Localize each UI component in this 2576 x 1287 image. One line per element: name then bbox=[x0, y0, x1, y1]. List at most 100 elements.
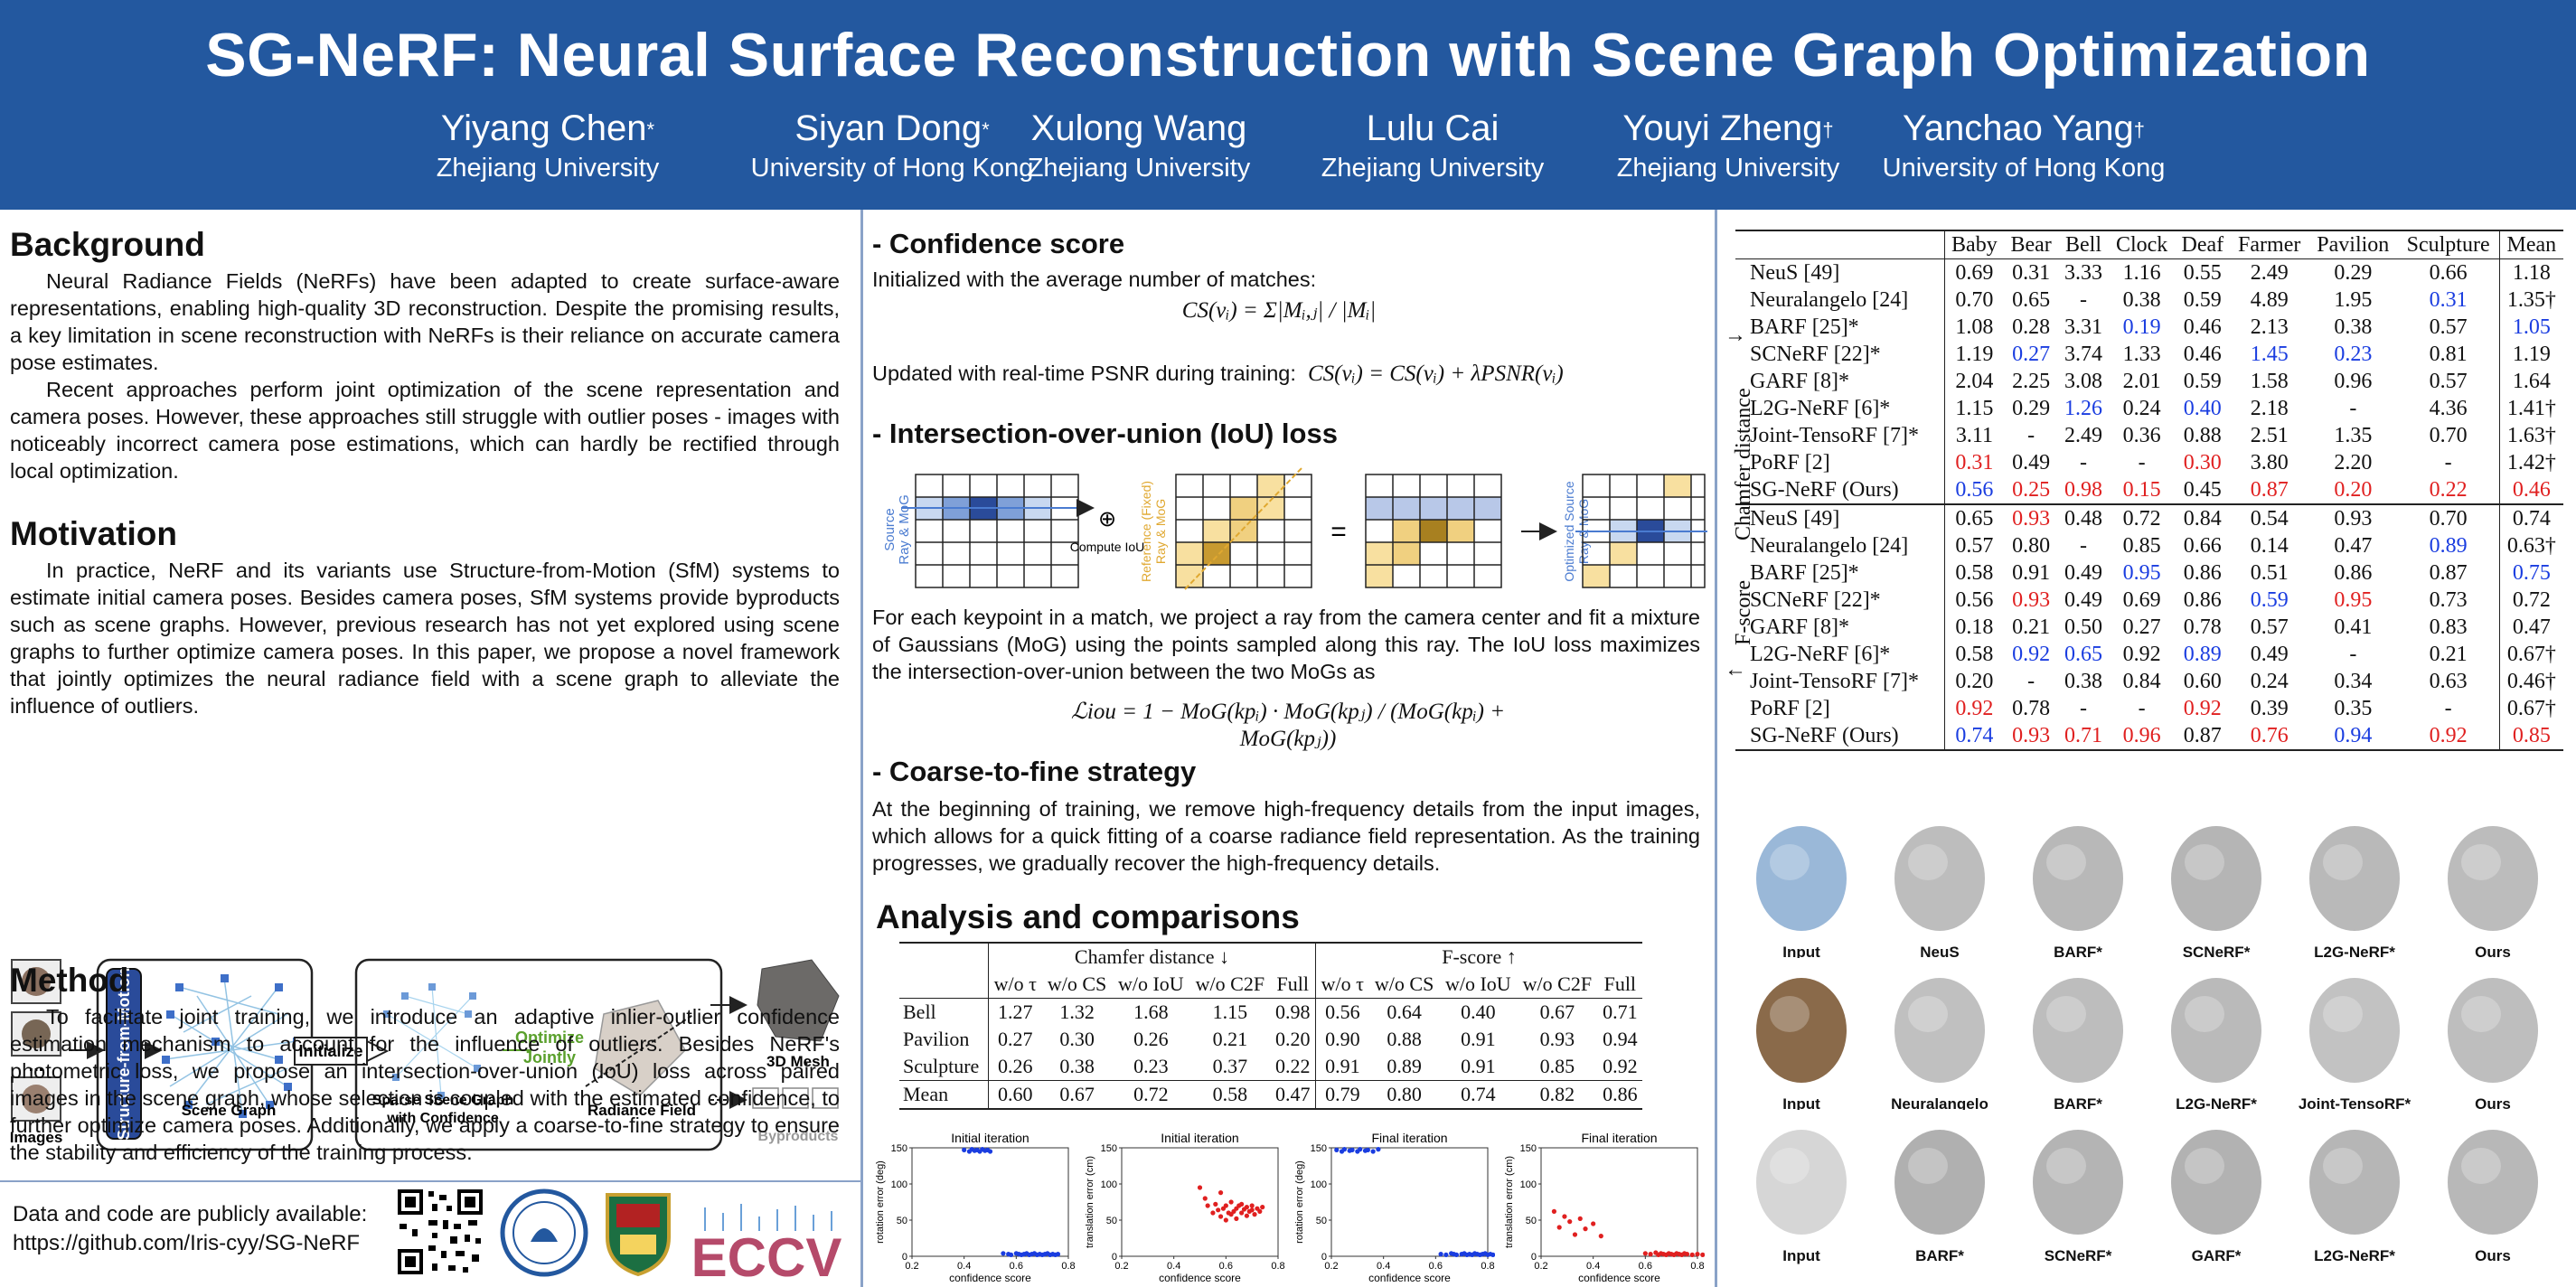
gallery-caption: NeuS bbox=[1920, 944, 1960, 961]
x-tick-label: 0.8 bbox=[1690, 1261, 1704, 1272]
pipeline-diagram: ... Images Structure-from-Motion bbox=[10, 958, 840, 1151]
author-1: Yiyang Chen* Zhejiang University bbox=[436, 108, 660, 183]
x-tick-label: 0.2 bbox=[1324, 1261, 1338, 1272]
confidence-init-text: Initialized with the average number of m… bbox=[872, 268, 1317, 291]
data-point bbox=[1234, 1216, 1239, 1221]
method-title: Method bbox=[10, 962, 129, 999]
data-point bbox=[1562, 1214, 1567, 1219]
plot-frame bbox=[911, 1147, 1069, 1257]
gallery-caption: L2G-NeRF* bbox=[2176, 1095, 2257, 1113]
y-tick-label: 100 bbox=[1101, 1179, 1117, 1190]
x-tick-label: 0.2 bbox=[1534, 1261, 1547, 1272]
y-tick-label: 0 bbox=[1531, 1252, 1537, 1263]
x-tick-label: 0.4 bbox=[1167, 1261, 1180, 1272]
reconstruction-thumb bbox=[2289, 958, 2421, 1094]
author-6: Yanchao Yang† University of Hong Kong bbox=[1882, 108, 2166, 183]
reconstruction-thumb bbox=[2427, 1110, 2559, 1245]
result-grid bbox=[1365, 474, 1502, 588]
reference-grid bbox=[1175, 466, 1312, 590]
y-tick-label: 50 bbox=[897, 1216, 907, 1226]
x-tick-label: 0.2 bbox=[1114, 1261, 1128, 1272]
y-tick-label: 0 bbox=[1112, 1252, 1117, 1263]
data-point bbox=[1376, 1147, 1381, 1152]
left-column: Background Neural Radiance Fields (NeRFs… bbox=[0, 210, 860, 1287]
reference-label-1: Reference (Fixed) bbox=[1139, 481, 1153, 582]
qr-code[interactable] bbox=[396, 1188, 484, 1276]
data-point bbox=[1216, 1207, 1221, 1213]
gallery-caption: BARF* bbox=[1915, 1247, 1964, 1264]
author-4: Lulu Cai Zhejiang University bbox=[1321, 108, 1545, 183]
background-text: Neural Radiance Fields (NeRFs) have been… bbox=[10, 269, 840, 483]
data-point bbox=[1642, 1251, 1648, 1256]
data-point bbox=[1700, 1252, 1705, 1257]
data-point bbox=[1244, 1213, 1249, 1218]
data-point bbox=[987, 1149, 993, 1154]
reconstruction-thumb bbox=[1874, 806, 2006, 942]
data-point bbox=[1260, 1205, 1265, 1210]
x-tick-label: 0.4 bbox=[1586, 1261, 1600, 1272]
confidence-formula-1: CS(vᵢ) = Σ|Mᵢ,ⱼ| / |Mᵢ| bbox=[1181, 298, 1377, 323]
mesh-shape bbox=[757, 959, 840, 1042]
svg-text:ECCV: ECCV bbox=[691, 1227, 842, 1282]
data-point bbox=[1438, 1252, 1443, 1257]
y-tick-label: 0 bbox=[902, 1252, 907, 1263]
y-axis-label: rotation error (deg) bbox=[1294, 1160, 1305, 1244]
y-tick-label: 150 bbox=[1311, 1143, 1327, 1154]
optimized-grid bbox=[1575, 474, 1707, 588]
oplus-symbol: ⊕ bbox=[1098, 507, 1116, 531]
github-link[interactable]: https://github.com/Iris-cyy/SG-NeRF bbox=[13, 1231, 361, 1255]
byproducts-label: Byproducts bbox=[758, 1129, 839, 1144]
x-tick-label: 0.2 bbox=[905, 1261, 918, 1272]
gallery-caption: Ours bbox=[2475, 1247, 2511, 1264]
gallery-caption: Input bbox=[1782, 1095, 1820, 1113]
data-point bbox=[1213, 1201, 1218, 1207]
radiance-label: Radiance Field bbox=[588, 1102, 696, 1119]
data-point bbox=[1249, 1203, 1255, 1208]
data-point bbox=[1591, 1221, 1596, 1226]
y-tick-label: 50 bbox=[1526, 1216, 1537, 1226]
y-tick-label: 150 bbox=[1101, 1143, 1117, 1154]
data-point bbox=[1572, 1232, 1578, 1237]
reconstruction-thumb bbox=[2289, 806, 2421, 942]
reference-label-2: Ray & MoG bbox=[1153, 499, 1168, 564]
plot-title: Initial iteration bbox=[1161, 1132, 1238, 1145]
x-axis-label: confidence score bbox=[949, 1272, 1031, 1283]
sparse-graph bbox=[386, 986, 478, 1096]
images-dots: ... bbox=[29, 1056, 44, 1076]
data-point bbox=[1577, 1216, 1583, 1221]
confidence-formula-2: CS(vᵢ) = CS(vᵢ) + λPSNR(vᵢ) bbox=[1307, 362, 1564, 386]
data-point bbox=[1453, 1252, 1459, 1257]
scene-graph bbox=[165, 977, 297, 1114]
data-point bbox=[1334, 1147, 1340, 1152]
reconstruction-thumb bbox=[2150, 1110, 2282, 1245]
data-point bbox=[1551, 1208, 1557, 1214]
author-2: Siyan Dong* University of Hong Kong bbox=[750, 108, 1034, 183]
x-tick-label: 0.6 bbox=[1639, 1261, 1652, 1272]
x-tick-label: 0.6 bbox=[1010, 1261, 1023, 1272]
code-availability: Data and code are publicly available:htt… bbox=[13, 1202, 368, 1255]
reconstruction-thumb bbox=[1874, 1110, 2006, 1245]
zju-logo bbox=[500, 1188, 588, 1277]
y-tick-label: 150 bbox=[891, 1143, 907, 1154]
x-tick-label: 0.8 bbox=[1271, 1261, 1284, 1272]
plot-frame bbox=[1121, 1147, 1279, 1257]
images-label: Images bbox=[10, 1129, 63, 1146]
motivation-text: In practice, NeRF and its variants use S… bbox=[10, 559, 840, 718]
data-point bbox=[1341, 1147, 1348, 1152]
confidence-title: - Confidence score bbox=[872, 228, 1125, 259]
motivation-title: Motivation bbox=[10, 515, 177, 552]
y-tick-label: 150 bbox=[1520, 1143, 1537, 1154]
